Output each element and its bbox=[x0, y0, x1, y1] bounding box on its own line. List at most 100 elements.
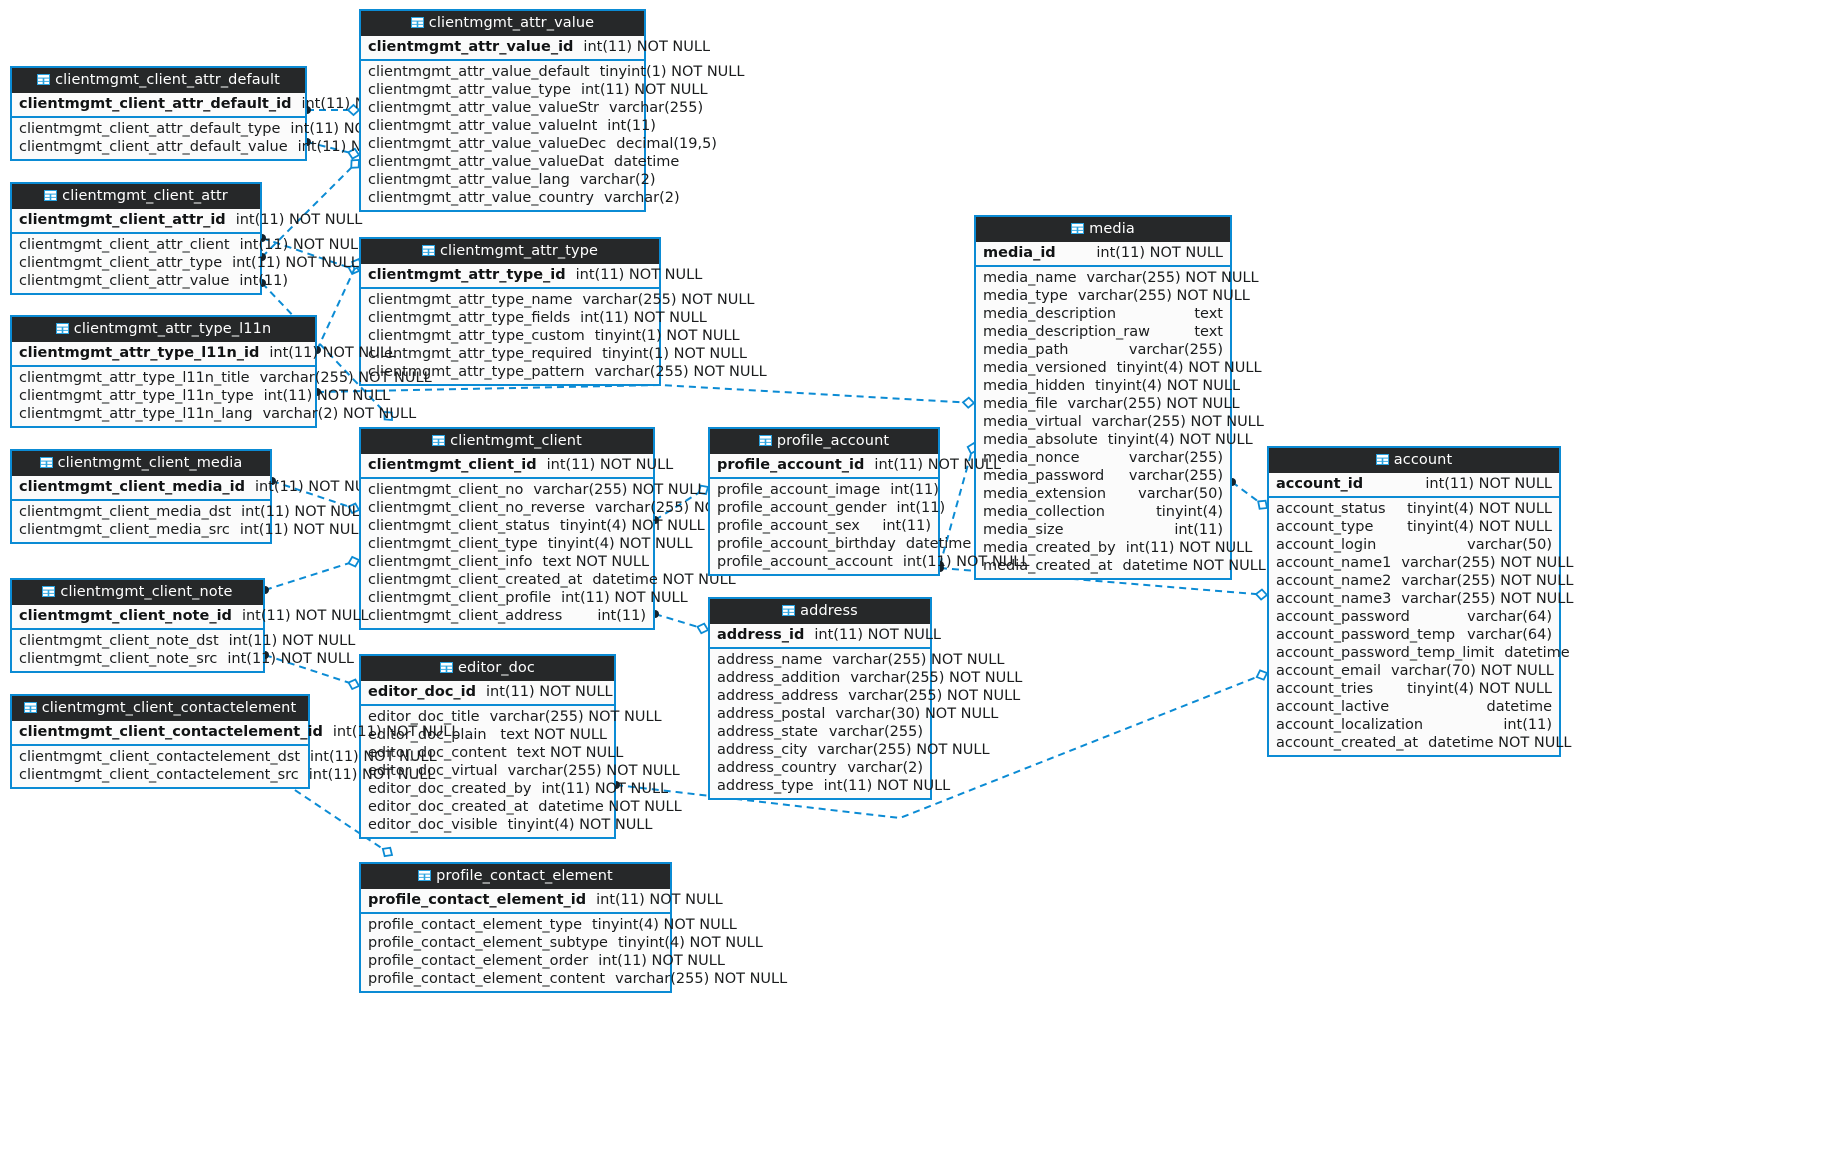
relationship-rel-media-to-account[interactable] bbox=[1228, 478, 1270, 512]
relationship-rel-client-to-address[interactable] bbox=[651, 610, 710, 635]
relationship-rel-client-note-to-client[interactable] bbox=[261, 555, 361, 594]
relationship-rel-attr-type-l11n-to-media[interactable] bbox=[313, 383, 976, 409]
